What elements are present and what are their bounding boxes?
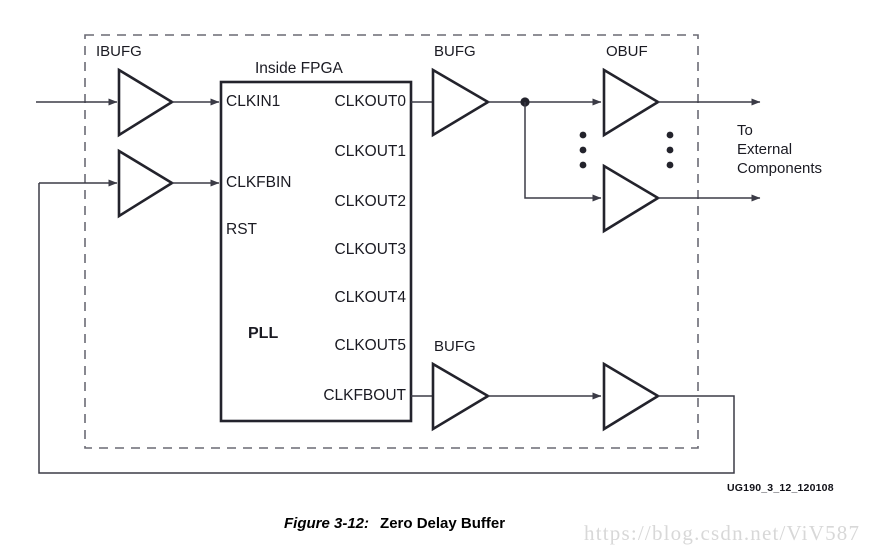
pll-block-name: PLL: [248, 325, 279, 342]
pll-port-clkfbin: CLKFBIN: [226, 174, 292, 191]
figure-caption-title: Zero Delay Buffer: [380, 515, 506, 532]
watermark-text: https://blog.csdn.net/ViV587: [584, 521, 861, 545]
external-line-1: To: [737, 122, 753, 139]
fpga-boundary-dashed-box: [84, 34, 699, 449]
pll-block-box: [219, 80, 413, 423]
ellipsis-right-dots: [666, 131, 674, 169]
pll-port-clkout2: CLKOUT2: [334, 193, 407, 210]
ibufg-top-triangle: [117, 67, 175, 138]
pll-port-clkout3: CLKOUT3: [334, 241, 407, 258]
net-branch-to-obuf-bottom: [524, 102, 602, 202]
external-line-2: External: [737, 141, 793, 158]
bufg-bottom-label: BUFG: [434, 338, 476, 355]
external-line-3: Components: [737, 160, 823, 177]
figure-caption-number: Figure 3-12:: [284, 515, 370, 532]
obuf-bottom-triangle: [602, 163, 661, 234]
pll-port-clkout0: CLKOUT0: [334, 93, 407, 110]
inside-fpga-label: Inside FPGA: [255, 60, 343, 77]
pll-port-clkfbout: CLKFBOUT: [323, 387, 406, 404]
ibufg-feedback-triangle: [117, 148, 175, 219]
ellipsis-left-dots: [579, 131, 587, 169]
obuf-label: OBUF: [606, 43, 648, 60]
figure-source-id: UG190_3_12_120108: [727, 482, 834, 494]
pll-port-clkin1: CLKIN1: [226, 93, 281, 110]
pll-port-clkout1: CLKOUT1: [334, 143, 407, 160]
ibufg-label: IBUFG: [96, 43, 142, 60]
obuf-feedback-triangle: [602, 361, 661, 432]
bufg-top-triangle: [431, 67, 491, 138]
pll-port-clkout5: CLKOUT5: [334, 337, 407, 354]
figure-caption: Figure 3-12: Zero Delay Buffer: [284, 515, 505, 532]
obuf-top-triangle: [602, 67, 661, 138]
external-components-label: To External Components: [737, 121, 822, 178]
pll-port-clkout4: CLKOUT4: [334, 289, 407, 306]
pll-port-rst: RST: [226, 221, 257, 238]
bufg-feedback-triangle: [431, 361, 491, 432]
net-feedback-return-loop: [38, 183, 735, 474]
bufg-top-label: BUFG: [434, 43, 476, 60]
